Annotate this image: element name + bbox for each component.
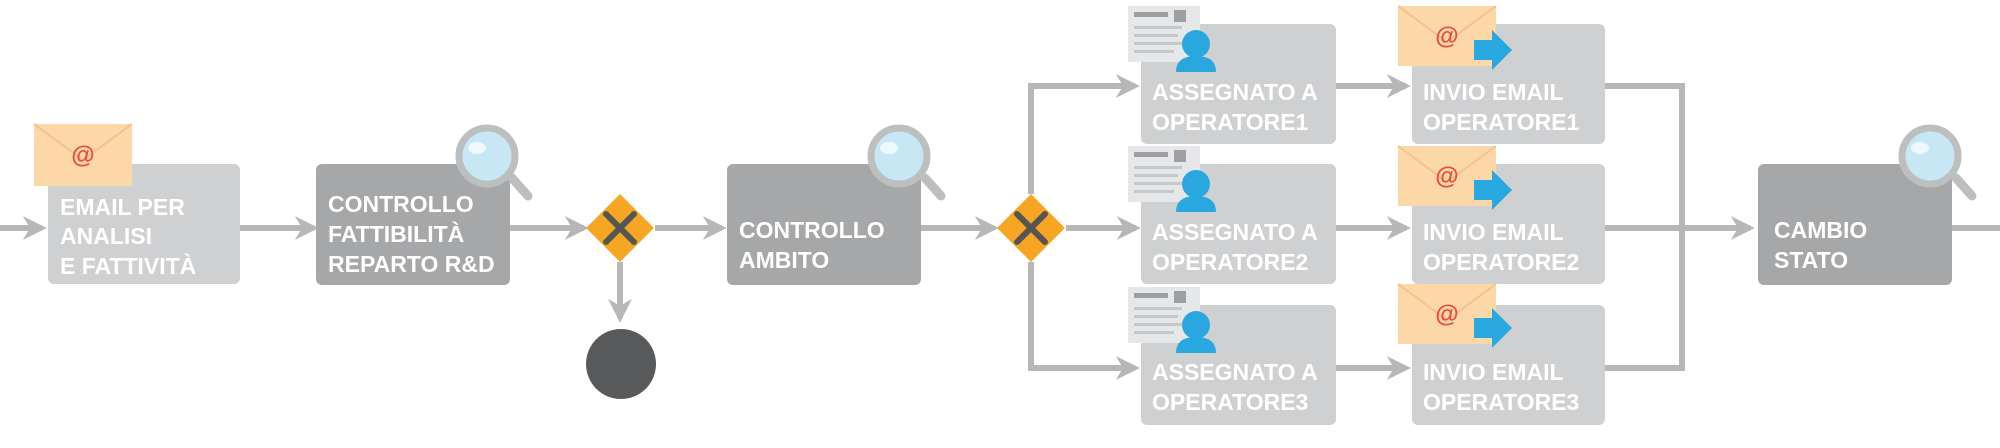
connectors: [0, 74, 2000, 380]
end-event: [586, 329, 656, 399]
task-invio-2: @ INVIO EMAIL OPERATORE2: [1397, 145, 1605, 284]
connector-split-1: [1028, 74, 1140, 194]
send-email-icon: @: [1397, 5, 1512, 70]
at-sign: @: [1435, 301, 1458, 328]
user-document-icon: [1128, 6, 1216, 72]
task-box: [316, 164, 510, 285]
task-label: INVIO EMAIL OPERATORE1: [1423, 79, 1580, 135]
user-document-icon: [1128, 146, 1216, 212]
send-email-icon: @: [1397, 145, 1512, 210]
task-cambio-stato: CAMBIO STATO: [1758, 124, 1977, 285]
magnifier-icon: [867, 124, 946, 201]
task-label: INVIO EMAIL OPERATORE3: [1423, 359, 1579, 415]
task-box: [727, 164, 921, 285]
task-invio-1: @ INVIO EMAIL OPERATORE1: [1397, 5, 1605, 144]
task-label: ASSEGNATO A OPERATORE2: [1152, 219, 1323, 275]
at-sign: @: [1435, 23, 1458, 50]
task-label: CONTROLLO AMBITO: [739, 217, 891, 273]
task-label: CONTROLLO FATTIBILITÀ REPARTO R&D: [328, 191, 495, 277]
task-label: CAMBIO STATO: [1774, 217, 1874, 273]
task-assegnato-3: ASSEGNATO A OPERATORE3: [1128, 287, 1336, 425]
task-label: ASSEGNATO A OPERATORE1: [1152, 79, 1323, 135]
task-email: @ EMAIL PER ANALISI E FATTIVITÀ: [33, 123, 240, 284]
task-assegnato-2: ASSEGNATO A OPERATORE2: [1128, 146, 1336, 284]
at-sign: @: [1435, 163, 1458, 190]
task-box: [48, 164, 240, 284]
task-assegnato-1: ASSEGNATO A OPERATORE1: [1128, 6, 1336, 144]
task-controllo-fattibilita: CONTROLLO FATTIBILITÀ REPARTO R&D: [316, 124, 533, 285]
task-label: EMAIL PER ANALISI E FATTIVITÀ: [60, 194, 196, 279]
task-label: INVIO EMAIL OPERATORE2: [1423, 219, 1579, 275]
magnifier-icon: [1898, 124, 1977, 201]
at-sign: @: [71, 142, 94, 169]
task-label: ASSEGNATO A OPERATORE3: [1152, 359, 1323, 415]
magnifier-icon: [455, 124, 533, 201]
envelope-icon: @: [33, 123, 133, 186]
send-email-icon: @: [1397, 283, 1512, 348]
task-invio-3: @ INVIO EMAIL OPERATORE3: [1397, 283, 1605, 425]
gateway-2: [997, 194, 1065, 262]
connector-split-3: [1028, 262, 1140, 380]
task-box: [1758, 164, 1952, 285]
user-document-icon: [1128, 287, 1216, 353]
gateway-1: [586, 194, 654, 262]
task-controllo-ambito: CONTROLLO AMBITO: [727, 124, 946, 285]
